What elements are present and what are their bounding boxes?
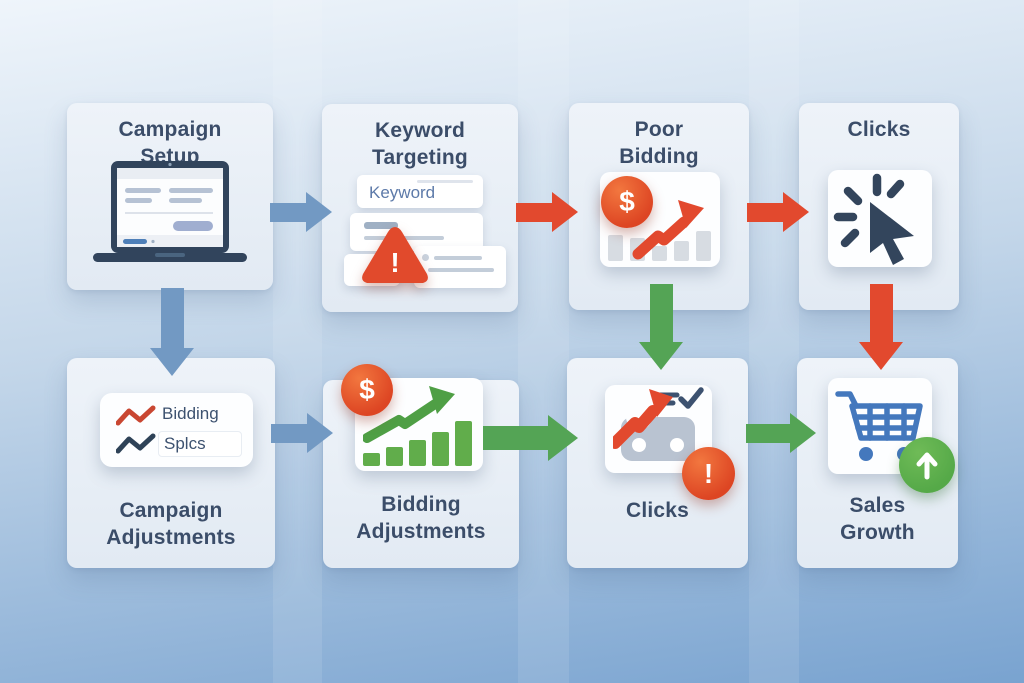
node-title: Poor Bidding [619, 118, 699, 168]
row-label: Splcs [164, 434, 206, 453]
node-poor-bidding: Poor Bidding $ [569, 103, 749, 310]
laptop-icon [93, 161, 247, 262]
node-clicks-top: Clicks [799, 103, 959, 310]
shopping-cart-icon [835, 391, 923, 461]
node-title: Keyword Targeting [372, 119, 468, 169]
arrow-clicks-top-to-sales-growth [859, 284, 903, 370]
text-line [428, 268, 494, 272]
keyword-row-card [414, 246, 506, 288]
node-bidding-adjustments: $ Bidding Adjustments [323, 364, 519, 568]
alert-badge: ! [682, 447, 735, 500]
growth-up-badge [899, 437, 955, 493]
background-stripe [518, 0, 569, 683]
adjustments-card: Bidding Splcs [100, 393, 253, 467]
cart-icon-card [828, 378, 955, 493]
node-title: Clicks [625, 499, 690, 522]
clicks-icon-card [828, 170, 932, 267]
up-arrow-icon [916, 452, 938, 480]
warning-triangle-icon [362, 227, 428, 283]
node-campaign-setup: Campaign Setup [67, 103, 273, 290]
growth-arrow-icon [363, 386, 455, 443]
row-label: Bidding [162, 404, 219, 423]
bidding-icon-card: $ [341, 364, 483, 471]
label-field [158, 431, 242, 457]
background-stripe [749, 0, 799, 683]
text-line [364, 222, 398, 229]
arrow-campaign-setup-to-keyword-targeting [270, 192, 332, 232]
node-clicks-bottom: ! Clicks [567, 358, 748, 568]
text-line [434, 256, 482, 260]
dollar-badge: $ [601, 176, 653, 228]
node-title: Sales Growth [840, 494, 915, 544]
background-stripe [273, 0, 322, 683]
node-campaign-adjustments: Bidding Splcs Campaign Adjustments [67, 358, 275, 568]
navy-trend-zigzag-icon [116, 433, 156, 454]
node-sales-growth: Sales Growth [797, 358, 958, 568]
arrow-poor-bidding-to-clicks-top [747, 192, 809, 232]
node-title: Bidding Adjustments [356, 493, 486, 543]
node-title: Clicks [847, 118, 911, 141]
poor-bidding-icon-card: $ [600, 172, 720, 267]
arrow-keyword-targeting-to-poor-bidding [516, 192, 578, 232]
bullet-dot [422, 254, 429, 261]
arrow-clicks-bottom-to-sales-growth [746, 412, 816, 454]
warning-exclamation: ! [390, 247, 400, 278]
arrow-poor-bidding-to-clicks-bottom [639, 284, 683, 370]
cursor-click-icon [833, 173, 914, 265]
node-title: Campaign Adjustments [106, 499, 236, 549]
node-keyword-targeting: Keyword Targeting Keyword ! [322, 104, 518, 312]
arrow-campaign-adjustments-to-bidding-adjustments [271, 413, 333, 453]
arrow-campaign-setup-to-campaign-adjustments [150, 288, 194, 376]
arrow-bidding-adjustments-to-clicks-bottom [483, 415, 578, 461]
dollar-badge: $ [341, 364, 393, 416]
green-bar-chart-icon [363, 421, 472, 466]
clicks-alert-icon-card: ! [605, 385, 735, 500]
placeholder-line [417, 180, 473, 183]
keyword-input-card: Keyword [357, 175, 483, 208]
click-ticket-icon [613, 387, 704, 461]
keyword-input-text: Keyword [369, 183, 436, 202]
red-trend-zigzag-icon [116, 405, 156, 426]
rising-arrow-icon [632, 200, 704, 260]
